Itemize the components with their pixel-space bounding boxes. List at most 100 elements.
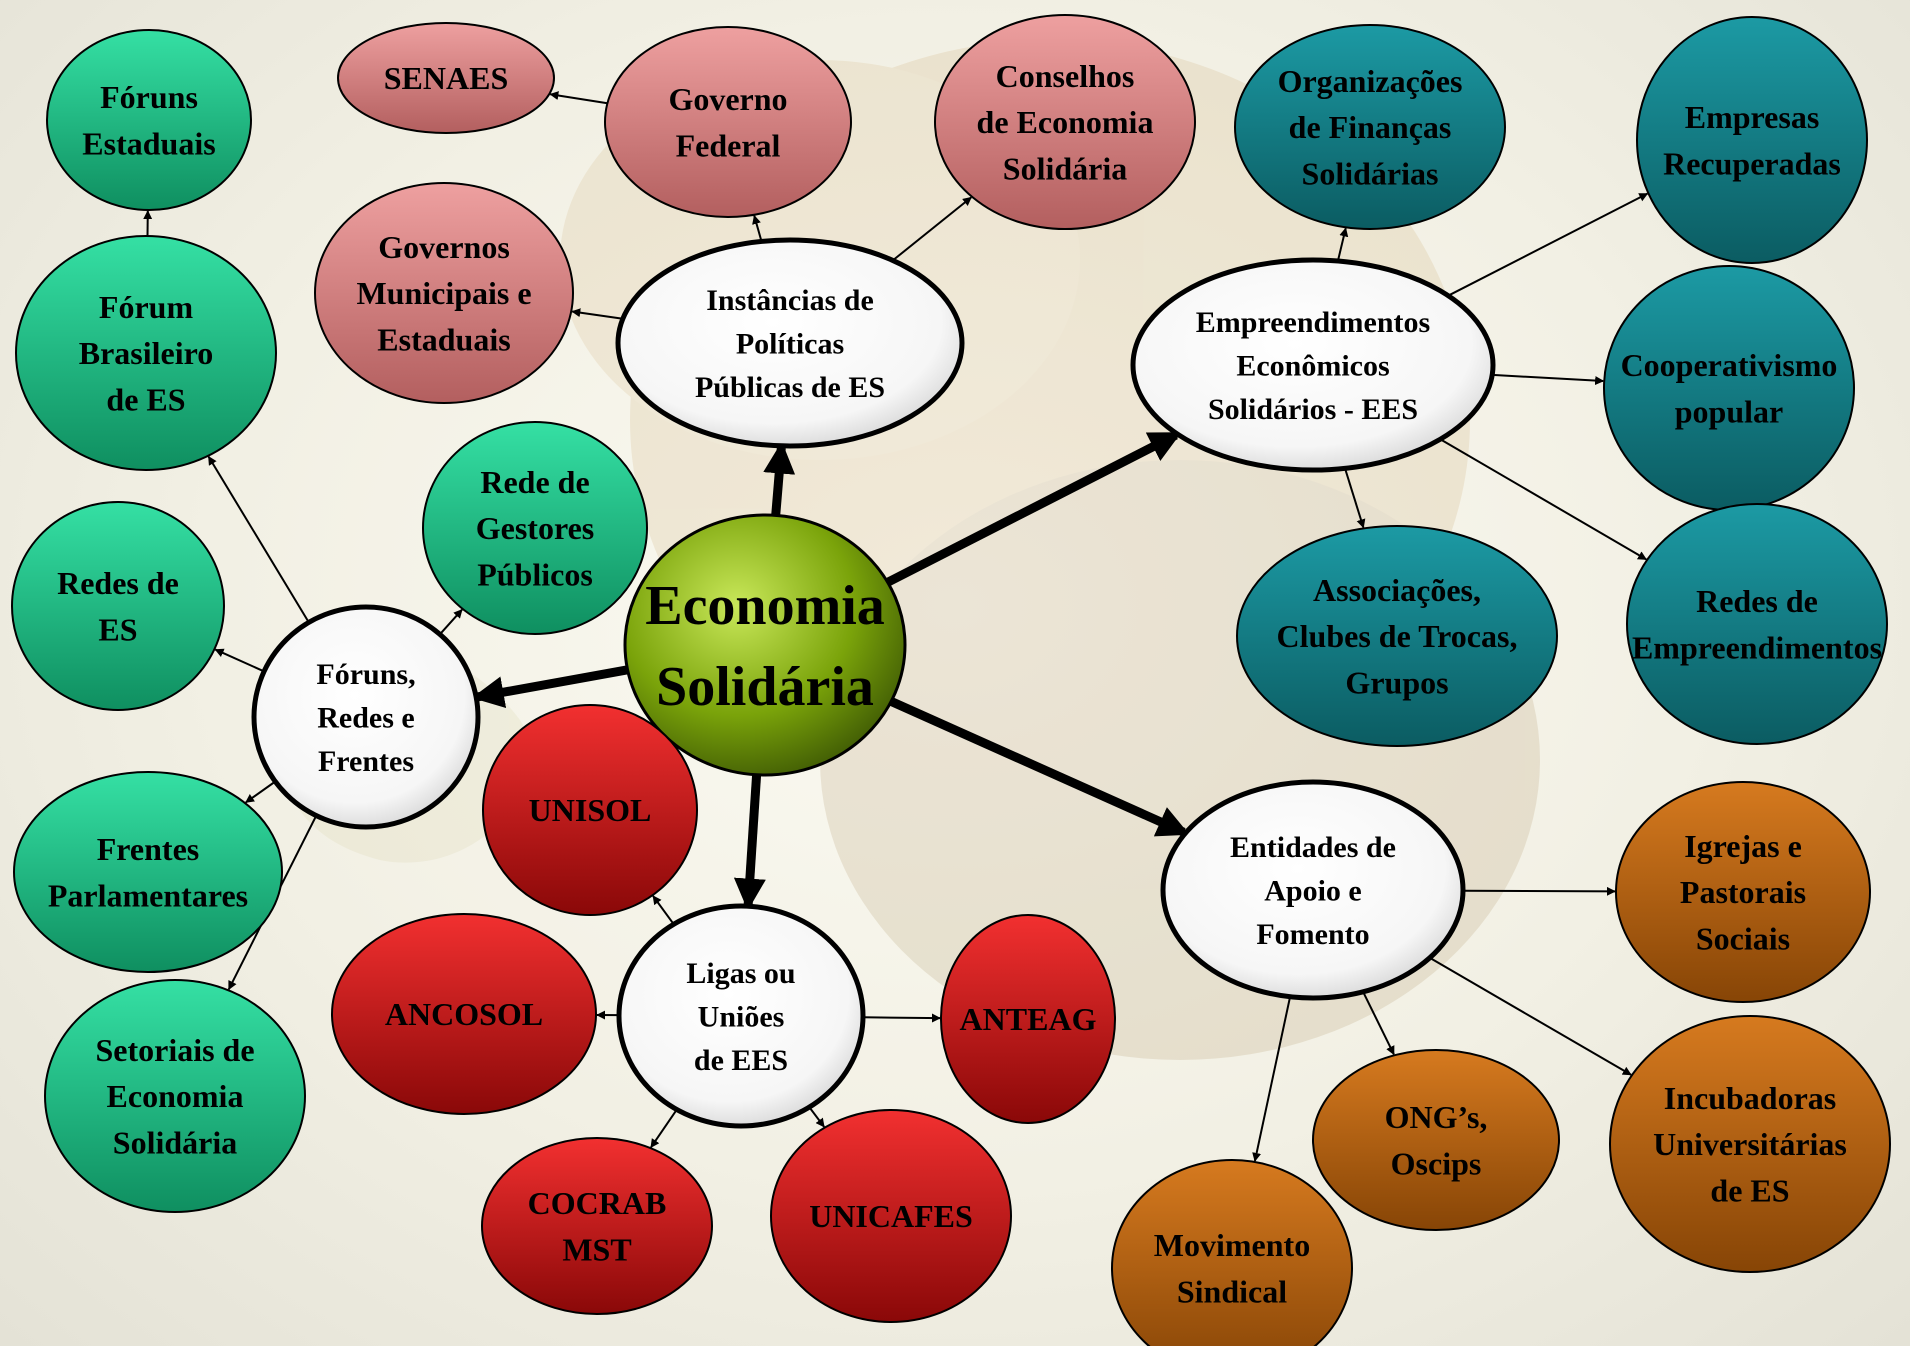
node-label-hub-forums-line-1: Redes e (317, 702, 414, 735)
node-label-unicafes-line-0: UNICAFES (809, 1198, 973, 1234)
node-unicafes: UNICAFES (770, 1109, 1012, 1323)
edge-hub-support-to-igrejas (1462, 886, 1616, 896)
node-label-setoriais-line-0: Setoriais de (95, 1032, 254, 1068)
node-label-associacoes-line-0: Associações, (1313, 572, 1481, 608)
node-shape-hub-support (1160, 779, 1466, 1001)
node-label-conselhos-line-0: Conselhos (996, 58, 1135, 94)
node-label-hub-leagues-line-2: de EES (694, 1044, 788, 1077)
node-label-unisol-line-0: UNISOL (529, 792, 652, 828)
edge-root-to-hub-support (889, 697, 1190, 837)
edge-hub-forums-to-rede-gestores (439, 609, 463, 635)
edge-root-to-hub-enterprises (885, 431, 1182, 587)
node-shape-governo-federal (604, 26, 852, 218)
node-label-frentes-parlamentares-line-0: Frentes (97, 831, 199, 867)
edge-hub-policies-to-governos-municipais (571, 308, 623, 320)
node-label-frentes-parlamentares-line-1: Parlamentares (48, 877, 248, 913)
node-label-governos-municipais-line-2: Estaduais (377, 322, 510, 358)
node-label-associacoes-line-1: Clubes de Trocas, (1277, 618, 1518, 654)
node-shape-movimento-sindical (1111, 1159, 1353, 1346)
edge-hub-enterprises-to-empresas-recuperadas (1447, 192, 1649, 297)
node-shape-associacoes (1236, 525, 1558, 747)
node-label-hub-enterprises-line-1: Econômicos (1236, 350, 1389, 383)
node-shape-root (623, 513, 907, 777)
node-label-empresas-recuperadas-line-1: Recuperadas (1663, 145, 1841, 181)
node-label-root-line-1: Solidária (656, 656, 874, 718)
node-shape-unisol (482, 704, 698, 916)
node-shape-anteag (940, 914, 1116, 1124)
node-shape-cooperativismo (1603, 265, 1855, 511)
node-label-redes-es-line-0: Redes de (57, 565, 179, 601)
edges (143, 91, 1649, 1162)
node-label-foruns-estaduais-line-1: Estaduais (82, 125, 215, 161)
node-label-cocrab-line-1: MST (562, 1231, 631, 1267)
node-label-hub-support-line-2: Fomento (1256, 918, 1369, 951)
node-label-hub-forums-line-2: Frentes (318, 745, 414, 778)
edge-governo-federal-to-senaes (549, 91, 608, 105)
node-shape-senaes (337, 22, 555, 134)
node-associacoes: Associações,Clubes de Trocas,Grupos (1236, 525, 1558, 747)
node-label-hub-forums-line-0: Fóruns, (316, 658, 415, 691)
node-shape-conselhos (934, 14, 1196, 230)
edge-hub-policies-to-governo-federal (752, 214, 763, 242)
node-ongs: ONG’s,Oscips (1312, 1049, 1560, 1231)
edge-hub-enterprises-to-org-financas (1336, 227, 1349, 262)
edge-hub-leagues-to-unisol (652, 895, 675, 925)
node-label-movimento-sindical-line-1: Sindical (1177, 1273, 1287, 1309)
node-label-rede-gestores-line-0: Rede de (480, 464, 589, 500)
node-label-rede-gestores-line-1: Gestores (476, 510, 594, 546)
node-label-governo-federal-line-0: Governo (668, 81, 787, 117)
node-label-redes-empreendimentos-line-1: Empreendimentos (1632, 629, 1882, 665)
node-label-igrejas-line-2: Sociais (1696, 921, 1790, 957)
node-label-forum-brasileiro-line-2: de ES (106, 382, 185, 418)
edge-hub-leagues-to-cocrab (650, 1109, 678, 1149)
node-label-hub-leagues-line-1: Uniões (698, 1001, 785, 1034)
node-label-forum-brasileiro-line-0: Fórum (99, 289, 194, 325)
edge-hub-policies-to-conselhos (892, 196, 972, 262)
node-label-hub-policies-line-1: Políticas (736, 328, 844, 361)
node-shape-hub-enterprises (1130, 257, 1496, 473)
node-hub-forums: Fóruns, Redes e Frentes (251, 604, 481, 830)
node-shape-governos-municipais (314, 182, 574, 404)
node-label-hub-support-line-1: Apoio e (1264, 875, 1362, 908)
node-label-org-financas-line-1: de Finanças (1289, 109, 1452, 145)
node-label-cooperativismo-line-1: popular (1675, 393, 1783, 429)
edge-hub-support-to-ongs (1362, 991, 1395, 1056)
node-label-org-financas-line-2: Solidárias (1302, 156, 1439, 192)
node-shape-hub-policies (615, 237, 965, 449)
node-label-rede-gestores-line-2: Públicos (477, 557, 593, 593)
node-shape-forum-brasileiro (15, 235, 277, 471)
node-label-redes-es-line-1: ES (98, 611, 137, 647)
node-shape-redes-empreendimentos (1626, 503, 1888, 745)
edge-root-to-hub-leagues (733, 774, 766, 911)
node-shape-rede-gestores (422, 421, 648, 635)
node-shape-incubadoras (1609, 1015, 1891, 1273)
node-ancosol: ANCOSOL (331, 913, 597, 1115)
edge-hub-support-to-movimento-sindical (1252, 996, 1292, 1162)
node-label-hub-policies-line-2: Públicas de ES (695, 371, 885, 404)
edge-hub-forums-to-forum-brasileiro (207, 455, 310, 623)
node-label-ongs-line-0: ONG’s, (1385, 1099, 1488, 1135)
node-shape-empresas-recuperadas (1636, 16, 1868, 264)
edge-hub-leagues-to-unicafes (808, 1106, 825, 1128)
node-label-conselhos-line-2: Solidária (1003, 151, 1127, 187)
node-shape-org-financas (1234, 24, 1506, 230)
edge-root-to-hub-policies (763, 441, 796, 516)
node-label-setoriais-line-1: Economia (107, 1078, 244, 1114)
